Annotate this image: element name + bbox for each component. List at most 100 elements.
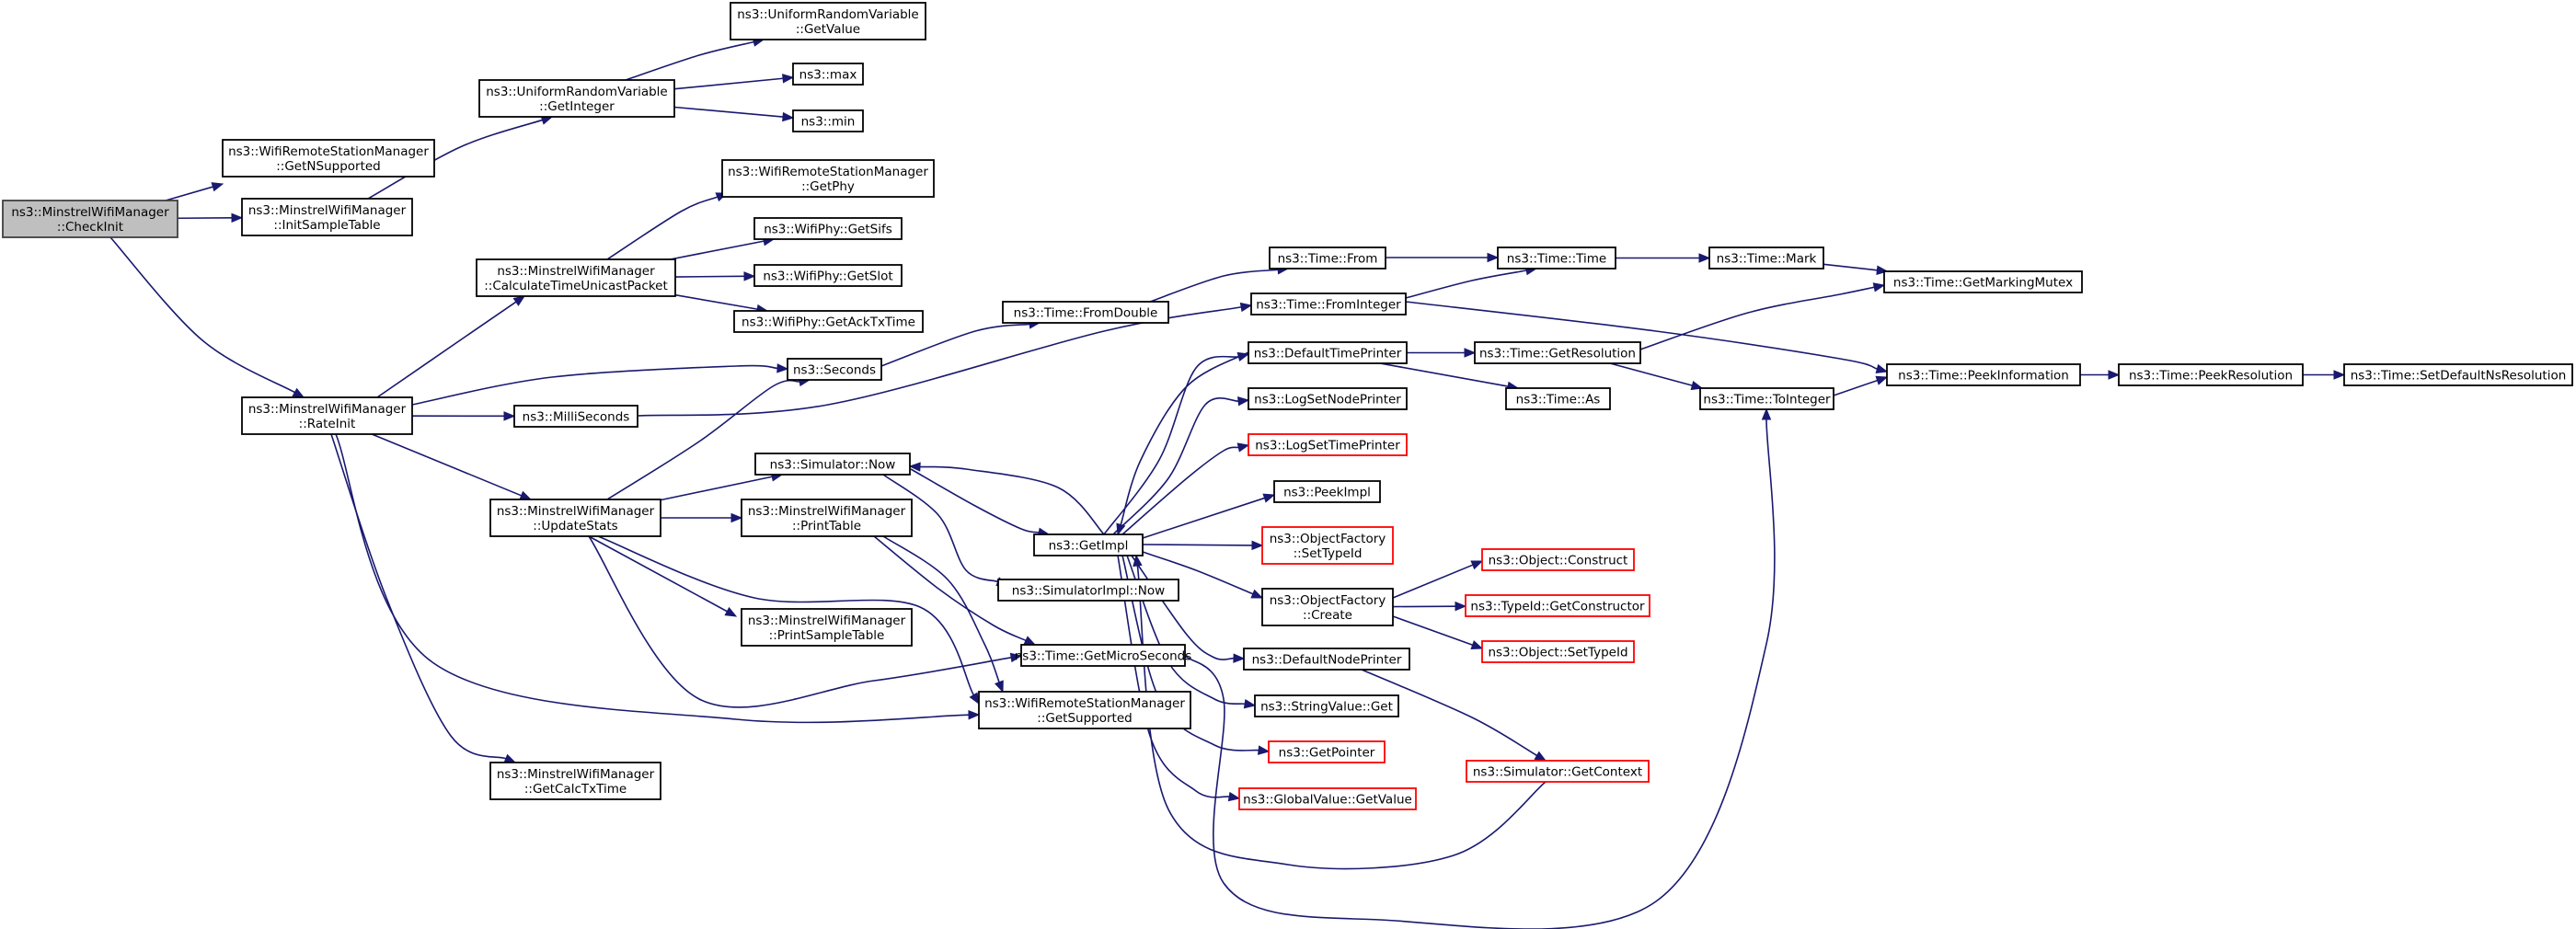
arrowhead-icon (1239, 302, 1253, 313)
node-printsampletable[interactable]: ns3::MinstrelWifiManager::PrintSampleTab… (741, 608, 913, 647)
node-objfactory_create[interactable]: ns3::ObjectFactory::Create (1261, 588, 1394, 626)
node-stringvalue_get[interactable]: ns3::StringValue::Get (1254, 694, 1399, 717)
node-objfactory_settypeid[interactable]: ns3::ObjectFactory::SetTypeId (1261, 526, 1394, 565)
node-seconds[interactable]: ns3::Seconds (787, 358, 882, 381)
node-box (1248, 341, 1408, 364)
node-timetointeger[interactable]: ns3::Time::ToInteger (1699, 387, 1834, 410)
arrowhead-icon (231, 212, 244, 224)
node-label: ns3::TypeId::GetConstructor (1470, 600, 1645, 614)
node-initsampletable[interactable]: ns3::MinstrelWifiManager::InitSampleTabl… (241, 198, 413, 236)
node-label: ns3::Time::PeekInformation (1898, 369, 2069, 384)
node-getmicroseconds[interactable]: ns3::Time::GetMicroSeconds (1015, 644, 1192, 667)
node-checkinit[interactable]: ns3::MinstrelWifiManager::CheckInit (2, 200, 178, 238)
node-getslot[interactable]: ns3::WifiPhy::GetSlot (753, 264, 903, 287)
node-defaulttimeprinter[interactable]: ns3::DefaultTimePrinter (1248, 341, 1408, 364)
arrowhead-icon (782, 74, 795, 84)
node-min[interactable]: ns3::min (792, 109, 864, 132)
node-label: ns3::DefaultNodePrinter (1252, 653, 1402, 668)
arrowhead-icon (2108, 370, 2121, 380)
node-timefrom[interactable]: ns3::Time::From (1269, 247, 1386, 270)
node-calctimeunicast[interactable]: ns3::MinstrelWifiManager::CalculateTimeU… (476, 258, 676, 297)
node-getsupported[interactable]: ns3::WifiRemoteStationManager::GetSuppor… (978, 691, 1191, 729)
call-edge-objfactory_create-to-typeid_getconstructor (1392, 601, 1467, 612)
node-getnsupported[interactable]: ns3::WifiRemoteStationManager::GetNSuppo… (222, 139, 435, 178)
node-box (2343, 363, 2573, 386)
node-getcalctxtime[interactable]: ns3::MinstrelWifiManager::GetCalcTxTime (489, 762, 661, 800)
node-timemark[interactable]: ns3::Time::Mark (1708, 247, 1824, 270)
node-label: ::PrintSampleTable (769, 628, 885, 643)
node-urv_getinteger[interactable]: ns3::UniformRandomVariable::GetInteger (478, 79, 675, 118)
node-box (1254, 694, 1399, 717)
node-typeid_getconstructor[interactable]: ns3::TypeId::GetConstructor (1465, 594, 1650, 617)
node-logsettimeprinter[interactable]: ns3::LogSetTimePrinter (1248, 433, 1408, 456)
node-max[interactable]: ns3::max (792, 63, 864, 86)
node-box (489, 499, 661, 537)
call-edge-objfactory_create-to-objsettypeid (1392, 615, 1484, 650)
edge-line (1120, 351, 1249, 525)
node-box (241, 396, 413, 435)
node-getsifs[interactable]: ns3::WifiPhy::GetSifs (753, 217, 903, 240)
node-box (730, 2, 926, 40)
node-setdefaultnsresolution[interactable]: ns3::Time::SetDefaultNsResolution (2343, 363, 2573, 386)
edge-line (1121, 446, 1239, 535)
node-simimplnow[interactable]: ns3::SimulatorImpl::Now (997, 579, 1179, 602)
edge-line (1117, 555, 1230, 798)
arrowhead-icon (776, 363, 789, 373)
edge-line (880, 323, 1030, 367)
node-getphy[interactable]: ns3::WifiRemoteStationManager::GetPhy (721, 159, 935, 198)
node-getresolution[interactable]: ns3::Time::GetResolution (1474, 341, 1641, 364)
node-objsettypeid[interactable]: ns3::Object::SetTypeId (1481, 640, 1635, 663)
node-objconstruct[interactable]: ns3::Object::Construct (1481, 548, 1635, 571)
edge-line (1149, 269, 1279, 303)
node-timeas[interactable]: ns3::Time::As (1505, 387, 1611, 410)
call-edge-defaulttimeprinter-to-getresolution (1407, 348, 1477, 358)
node-frominteger[interactable]: ns3::Time::FromInteger (1250, 292, 1407, 315)
node-box (733, 310, 924, 333)
edge-line (165, 186, 213, 201)
node-printtable[interactable]: ns3::MinstrelWifiManager::PrintTable (741, 499, 913, 537)
node-label: ns3::Object::Construct (1489, 554, 1628, 568)
arrowhead-icon (1233, 653, 1246, 663)
node-timetime[interactable]: ns3::Time::Time (1497, 247, 1616, 270)
node-label: ns3::WifiRemoteStationManager (728, 165, 928, 179)
node-label: ns3::Time::PeekResolution (2129, 369, 2293, 384)
node-simgetcontext[interactable]: ns3::Simulator::GetContext (1466, 760, 1650, 783)
node-updatestats[interactable]: ns3::MinstrelWifiManager::UpdateStats (489, 499, 661, 537)
node-getpointer[interactable]: ns3::GetPointer (1268, 740, 1386, 763)
node-globalvalue_getvalue[interactable]: ns3::GlobalValue::GetValue (1238, 787, 1417, 810)
node-milliseconds[interactable]: ns3::MilliSeconds (513, 405, 638, 428)
node-fromdouble[interactable]: ns3::Time::FromDouble (1002, 301, 1169, 324)
edge-line (1392, 564, 1474, 599)
node-logsetnodeprinter[interactable]: ns3::LogSetNodePrinter (1248, 387, 1408, 410)
node-label: ns3::StringValue::Get (1260, 700, 1393, 715)
node-box (1269, 247, 1386, 270)
node-box (978, 691, 1191, 729)
node-peekinformation[interactable]: ns3::Time::PeekInformation (1886, 363, 2081, 386)
arrowhead-icon (1876, 265, 1889, 275)
call-edge-updatestats-to-printtable (661, 512, 743, 523)
node-getmarkingmutex[interactable]: ns3::Time::GetMarkingMutex (1883, 270, 2083, 293)
node-label: ns3::MinstrelWifiManager (248, 203, 407, 218)
node-rateinit[interactable]: ns3::MinstrelWifiManager::RateInit (241, 396, 413, 435)
call-edge-peekinformation-to-peekresolution (2080, 370, 2121, 380)
node-peekresolution[interactable]: ns3::Time::PeekResolution (2118, 363, 2304, 386)
node-defaultnodeprinter[interactable]: ns3::DefaultNodePrinter (1243, 648, 1410, 671)
arrowhead-icon (1250, 589, 1264, 599)
node-getimpl[interactable]: ns3::GetImpl (1033, 533, 1144, 556)
edge-line (1833, 379, 1878, 396)
node-getacktxtime[interactable]: ns3::WifiPhy::GetAckTxTime (733, 310, 924, 333)
arrowhead-icon (1470, 560, 1484, 570)
arrowhead-icon (292, 387, 305, 398)
node-simnow[interactable]: ns3::Simulator::Now (754, 453, 911, 476)
node-urv_getvalue[interactable]: ns3::UniformRandomVariable::GetValue (730, 2, 926, 40)
arrowhead-icon (782, 111, 795, 122)
node-box (1238, 787, 1417, 810)
node-peekimpl[interactable]: ns3::PeekImpl (1273, 480, 1381, 503)
node-label: ::InitSampleTable (273, 218, 380, 233)
call-edge-checkinit-to-getnsupported (165, 182, 224, 201)
edge-line (367, 119, 543, 200)
node-label: ns3::PeekImpl (1283, 486, 1371, 500)
call-edge-getimpl-to-simnow (908, 462, 1105, 535)
node-label: ns3::DefaultTimePrinter (1254, 347, 1402, 361)
arrowhead-icon (1470, 640, 1484, 650)
